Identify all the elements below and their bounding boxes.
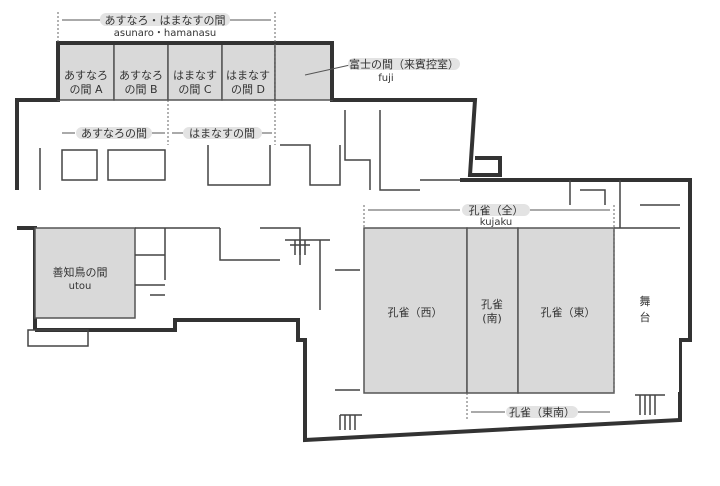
label-asunaro-hamanasu-roman: asunaro・hamanasu: [114, 28, 217, 39]
corridor-walls: [135, 227, 360, 391]
stairs: [290, 240, 310, 255]
service-walls: [569, 180, 680, 228]
label-hamanasu-d-1: はまなす: [226, 69, 270, 82]
stairs: [635, 394, 665, 415]
room-fuji[interactable]: [274, 42, 333, 101]
annex: [27, 329, 89, 347]
label-kujaku-southeast: 孔雀（東南）: [509, 406, 575, 419]
label-stage-2: 台: [640, 310, 651, 324]
label-kujaku-all: 孔雀（全）: [469, 203, 524, 217]
label-asunaro-hamanasu: あすなろ・はまなすの間: [105, 14, 226, 27]
label-asunaro-b-2: の間 B: [124, 83, 157, 96]
room-asunaro-b[interactable]: [113, 42, 169, 101]
interior-walls: [39, 148, 470, 190]
label-asunaro-b-1: あすなろ: [119, 69, 163, 82]
fuji-leader-line: [304, 64, 351, 76]
label-stage-1: 舞: [640, 295, 651, 308]
stairs: [339, 414, 362, 430]
interior-room: [61, 149, 98, 181]
label-hamanasu: はまなすの間: [189, 127, 255, 140]
room-kujaku-east[interactable]: [517, 227, 615, 394]
label-kujaku-west: 孔雀（西）: [388, 306, 443, 319]
label-fuji: 富士の間（来賓控室）: [349, 57, 459, 71]
room-utou[interactable]: [34, 227, 136, 319]
interior-walls: [207, 110, 420, 191]
label-kujaku-east: 孔雀（東）: [541, 306, 596, 319]
label-asunaro: あすなろの間: [81, 127, 147, 140]
label-utou-roman: utou: [69, 281, 92, 292]
top-wall: [56, 41, 334, 100]
label-hamanasu-d-2: の間 D: [231, 83, 265, 96]
label-hamanasu-c-2: の間 C: [178, 83, 211, 96]
label-kujaku-south-1: 孔雀: [481, 298, 503, 311]
label-fuji-roman: fuji: [378, 73, 393, 84]
label-asunaro-a-2: の間 A: [69, 83, 102, 96]
label-asunaro-a-1: あすなろ: [64, 69, 108, 82]
label-utou: 善知鳥の間: [53, 265, 108, 279]
room-kujaku-west[interactable]: [363, 227, 468, 394]
label-kujaku-south-2: (南): [482, 312, 502, 325]
label-hamanasu-c-1: はまなす: [173, 69, 217, 82]
interior-room: [107, 149, 166, 181]
label-kujaku-roman: kujaku: [480, 217, 513, 228]
stage[interactable]: [615, 229, 679, 392]
